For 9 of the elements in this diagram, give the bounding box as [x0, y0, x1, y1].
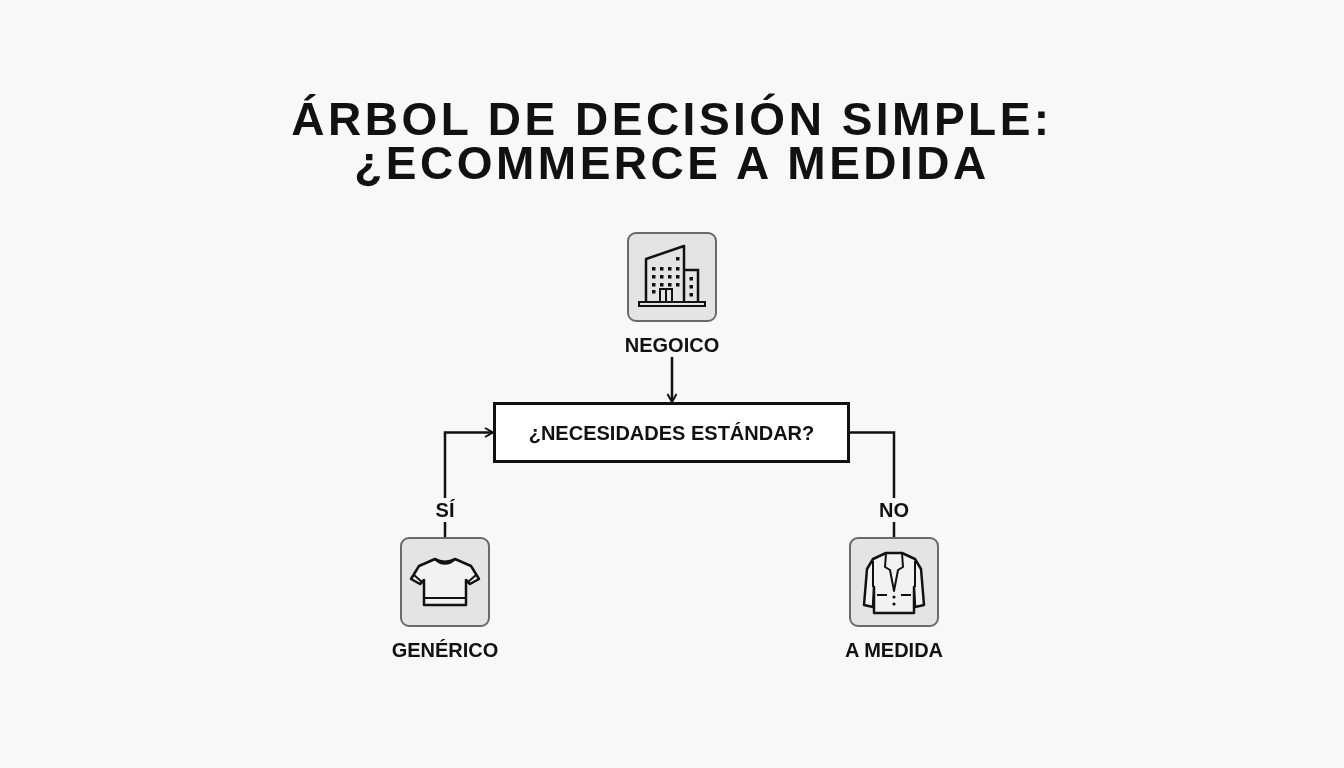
- icon-caption: GENÉRICO: [391, 638, 499, 662]
- arrow: [443, 427, 494, 537]
- edge-label: SÍ: [433, 498, 457, 522]
- question-text: ¿NECESIDADES ESTÁNDAR?: [528, 420, 815, 445]
- question-box: [493, 402, 850, 463]
- edge-label: NO: [877, 498, 911, 522]
- arrow: [666, 357, 678, 403]
- icon-caption: NEGOICO: [624, 333, 720, 357]
- icon-caption: A MEDIDA: [844, 638, 944, 662]
